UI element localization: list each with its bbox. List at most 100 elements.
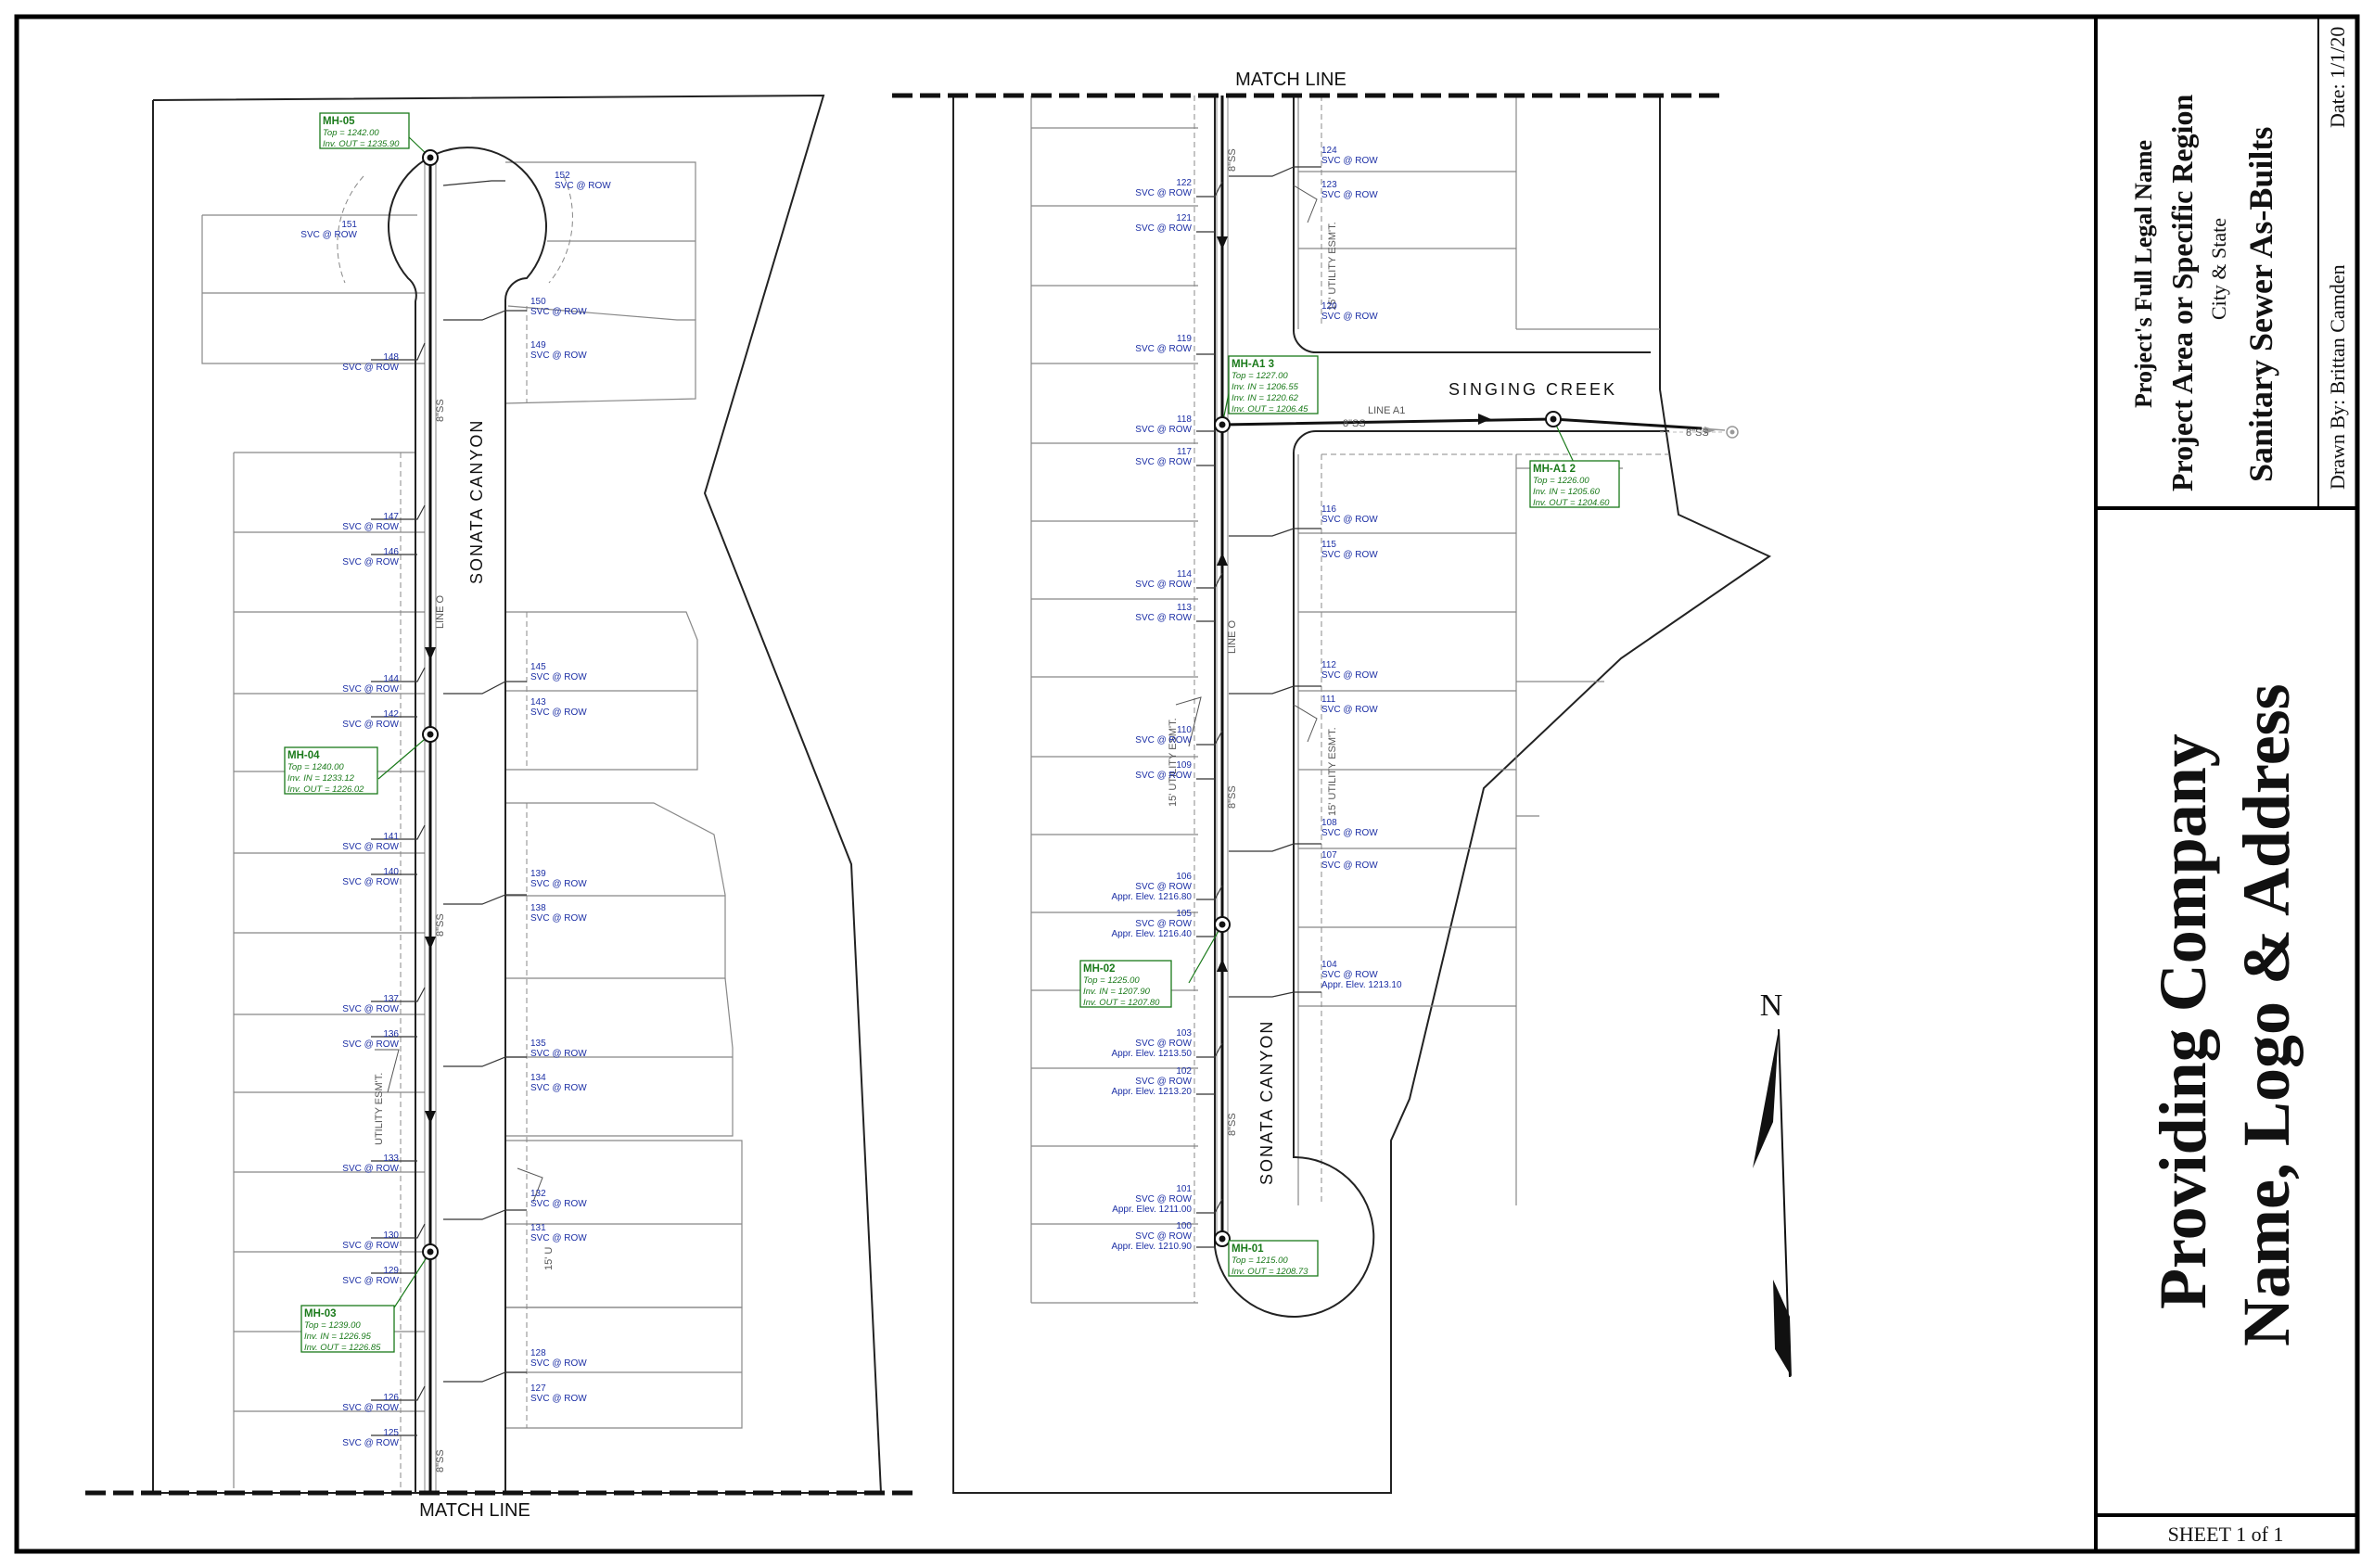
manhole-value: Inv. OUT = 1207.80 <box>1083 998 1160 1008</box>
lot-label-147: SVC @ ROW <box>342 522 399 532</box>
lot-label-103: SVC @ ROW <box>1135 1039 1192 1049</box>
manhole-value: Inv. IN = 1220.62 <box>1232 393 1299 403</box>
lot-label-105: Appr. Elev. 1216.40 <box>1111 929 1192 939</box>
company-line2: Name, Logo & Address <box>2229 683 2304 1346</box>
manhole-value: Top = 1239.00 <box>304 1320 361 1331</box>
lot-label-149: SVC @ ROW <box>530 351 587 361</box>
lot-label-113: 113 <box>1177 603 1192 613</box>
lot-label-137: SVC @ ROW <box>342 1004 399 1014</box>
lot-label-126: SVC @ ROW <box>342 1403 399 1413</box>
manhole-value: Inv. OUT = 1204.60 <box>1533 498 1610 508</box>
lot-label-102: 102 <box>1176 1066 1192 1077</box>
lot-label-127: 127 <box>530 1383 546 1394</box>
manhole-value: Top = 1226.00 <box>1533 476 1589 486</box>
lot-label-113: SVC @ ROW <box>1135 613 1192 623</box>
lot-label-102: Appr. Elev. 1213.20 <box>1111 1087 1192 1097</box>
lot-label-132: SVC @ ROW <box>530 1199 587 1209</box>
lot-label-130: SVC @ ROW <box>342 1241 399 1251</box>
easement-label-left: UTILITY ESM'T. <box>374 1073 385 1145</box>
lot-label-144: 144 <box>383 674 399 684</box>
lot-label-107: 107 <box>1321 850 1337 860</box>
project-name: Project's Full Legal Name <box>2130 140 2157 408</box>
lot-label-150: 150 <box>530 297 546 307</box>
north-arrow: N <box>1753 988 1792 1378</box>
lot-label-138: SVC @ ROW <box>530 913 587 924</box>
street-sonata-left: SONATA CANYON <box>467 419 486 584</box>
manhole-id: MH-02 <box>1083 963 1116 975</box>
lot-label-146: SVC @ ROW <box>342 557 399 567</box>
lot-label-123: 123 <box>1321 180 1337 190</box>
lot-label-106: SVC @ ROW <box>1135 882 1192 892</box>
match-line-label-left: MATCH LINE <box>419 1500 530 1521</box>
manhole-value: Top = 1227.00 <box>1232 371 1288 381</box>
manhole-id: MH-04 <box>287 750 320 761</box>
singing-creek-road <box>1292 96 1651 354</box>
manhole-box-mh-03 <box>300 1305 395 1353</box>
pipe-label-right-3: 8"SS <box>1227 1113 1238 1136</box>
sonata-canyon-road-left <box>388 147 547 1493</box>
lot-label-134: SVC @ ROW <box>530 1083 587 1093</box>
lot-label-108: SVC @ ROW <box>1321 828 1378 838</box>
manhole-value: Inv. IN = 1207.90 <box>1083 987 1151 997</box>
lot-label-124: 124 <box>1321 146 1337 156</box>
manhole-box-mh-01 <box>1228 1240 1319 1277</box>
lot-label-125: 125 <box>383 1428 399 1438</box>
manhole-value: Inv. IN = 1226.95 <box>304 1332 372 1342</box>
lot-label-109: 109 <box>1176 760 1192 771</box>
lot-label-127: SVC @ ROW <box>530 1394 587 1404</box>
lot-label-140: 140 <box>383 867 399 877</box>
lot-label-136: SVC @ ROW <box>342 1039 399 1050</box>
pipe-label-a1: 8"SS <box>1343 418 1366 429</box>
lot-label-116: 116 <box>1321 504 1336 515</box>
lot-label-110: 110 <box>1177 725 1192 735</box>
lot-label-141: 141 <box>383 832 399 842</box>
lot-label-136: 136 <box>383 1029 399 1039</box>
lot-label-150: SVC @ ROW <box>530 307 587 317</box>
pipe-label-left-1: 8"SS <box>435 399 446 422</box>
lot-label-145: 145 <box>530 662 546 672</box>
lot-label-115: SVC @ ROW <box>1321 550 1378 560</box>
lot-label-120: 120 <box>1321 301 1337 312</box>
lot-label-102: SVC @ ROW <box>1135 1077 1192 1087</box>
easement-label-right-east: 15' UTILITY ESM'T. <box>1327 727 1338 816</box>
lot-label-114: SVC @ ROW <box>1135 580 1192 590</box>
right-boundary <box>952 96 1772 1494</box>
lot-label-106: 106 <box>1176 872 1192 882</box>
line-a1-label: LINE A1 <box>1368 405 1405 416</box>
easement-label-left-15u: 15' U <box>543 1247 555 1270</box>
sheet-border <box>14 14 2360 1554</box>
lot-label-119: 119 <box>1177 334 1192 344</box>
manhole-value: Inv. OUT = 1226.85 <box>304 1343 381 1353</box>
manholes-left <box>422 149 439 1260</box>
lot-label-121: 121 <box>1176 213 1192 223</box>
lot-label-132: 132 <box>530 1189 546 1199</box>
lot-label-123: SVC @ ROW <box>1321 190 1378 200</box>
lot-label-133: SVC @ ROW <box>342 1164 399 1174</box>
lot-label-138: 138 <box>530 903 546 913</box>
manhole-id: MH-A1 2 <box>1533 464 1576 475</box>
pipe-label-left-2: 8"SS <box>435 913 446 937</box>
lot-label-122: 122 <box>1176 178 1192 188</box>
flow-arrows-left <box>425 647 436 1124</box>
drawn-by: Drawn By: Brittan Camden <box>2326 264 2349 490</box>
lot-label-139: 139 <box>530 869 546 879</box>
manhole-box-mh-04 <box>284 746 378 795</box>
lot-label-152: 152 <box>555 171 570 181</box>
lot-label-147: 147 <box>383 512 399 522</box>
lot-label-100: Appr. Elev. 1210.90 <box>1111 1242 1192 1252</box>
lot-label-117: 117 <box>1177 447 1192 457</box>
manhole-id: MH-03 <box>304 1308 337 1319</box>
lot-label-106: Appr. Elev. 1216.80 <box>1111 892 1192 902</box>
pipe-label-right-2: 8"SS <box>1227 785 1238 809</box>
lot-label-104: Appr. Elev. 1213.10 <box>1321 980 1402 990</box>
right-panel <box>952 96 1772 1494</box>
lot-label-131: 131 <box>530 1223 546 1233</box>
lot-label-139: SVC @ ROW <box>530 879 587 889</box>
manhole-value: Top = 1240.00 <box>287 762 344 772</box>
pipe-label-left-3: 8"SS <box>435 1449 446 1472</box>
city-state: City & State <box>2207 218 2230 320</box>
lot-label-143: SVC @ ROW <box>530 708 587 718</box>
lot-label-100: SVC @ ROW <box>1135 1231 1192 1242</box>
lot-label-148: 148 <box>383 352 399 363</box>
